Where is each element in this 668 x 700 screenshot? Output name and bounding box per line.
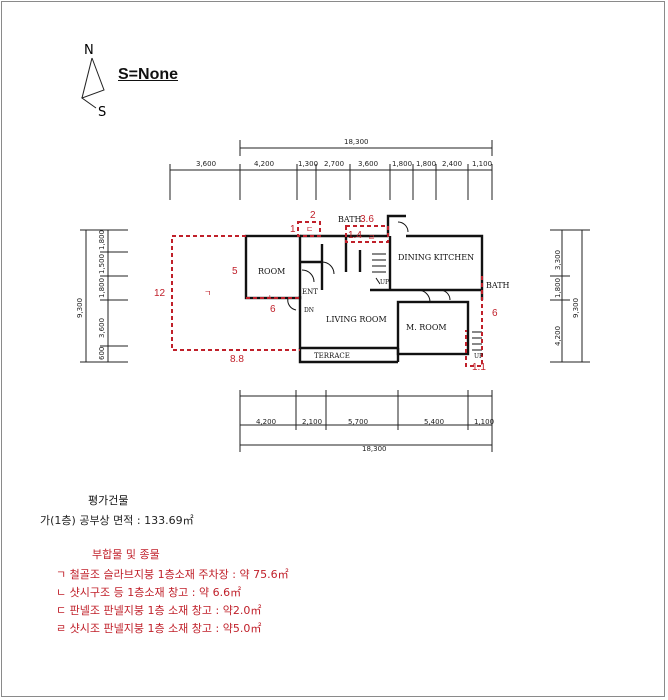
dim-bottom-total: 18,300 (362, 445, 387, 453)
dim-right-3: 4,200 (554, 326, 562, 346)
dim-left-5: 600 (98, 347, 106, 360)
ent-label: ENT (302, 288, 318, 296)
legend-item: ㄹ 샷시조 판넬지붕 1층 소재 창고 : 약5.0㎡ (56, 622, 262, 635)
scale-label: S=None (118, 66, 179, 83)
annotation-1: 1 (290, 224, 296, 235)
dim-top-4: 2,700 (324, 160, 344, 168)
dim-bottom-5: 1,100 (474, 418, 494, 426)
dim-bottom-4: 5,400 (424, 418, 444, 426)
annotation-8-8: 8.8 (230, 354, 244, 365)
dim-left-4: 3,600 (98, 318, 106, 338)
marker-d: ㄷ (306, 225, 313, 234)
legend-main-line: 가(1층) 공부상 면적 : 133.69㎡ (40, 514, 194, 527)
dim-top-5: 3,600 (358, 160, 378, 168)
annotation-5: 5 (232, 266, 238, 277)
living-room-label: LIVING ROOM (326, 315, 387, 324)
dim-top-6: 1,800 (392, 160, 412, 168)
dim-right-total: 9,300 (572, 298, 580, 318)
marker-g: ㄱ (204, 289, 211, 298)
compass-south-label: S (98, 105, 106, 120)
m-room-label: M. ROOM (406, 323, 447, 332)
annotation-12: 12 (154, 288, 166, 299)
dim-bottom-2: 2,100 (302, 418, 322, 426)
room-label: ROOM (258, 267, 285, 276)
annotation-1-1: 1.1 (472, 362, 486, 373)
building-walls (244, 214, 484, 364)
annotation-6-right: 6 (492, 308, 498, 319)
dim-left-1: 1,800 (98, 230, 106, 250)
annotation-1-4: 1.4 (348, 230, 362, 241)
dim-top-total: 18,300 (344, 138, 369, 146)
dimension-lines (80, 140, 590, 452)
dim-right-2: 1,800 (554, 278, 562, 298)
annotation-6-left: 6 (270, 304, 276, 315)
terrace-label: TERRACE (314, 352, 350, 360)
marker-n: ㄴ (268, 293, 275, 302)
annotation-2: 2 (310, 210, 316, 221)
legend-annex-title: 부합물 및 종물 (92, 548, 160, 561)
dim-left-total: 9,300 (76, 298, 84, 318)
dim-bottom-3: 5,700 (348, 418, 368, 426)
compass-north-label: N (84, 43, 94, 58)
bath-top-label: BATH (338, 215, 362, 224)
north-arrow-icon: N S (80, 43, 106, 120)
dim-top-8: 2,400 (442, 160, 462, 168)
dim-right-1: 3,300 (554, 250, 562, 270)
up-label-1: UP (380, 279, 389, 286)
legend-item: ㄴ 샷시구조 등 1층소재 창고 : 약 6.6㎡ (56, 586, 242, 599)
legend-item: ㄱ 철골조 슬라브지붕 1층소재 주차장 : 약 75.6㎡ (56, 568, 289, 581)
dn-label: DN (304, 307, 314, 314)
floor-plan: 18,300 3,600 4,200 1,300 2,700 3,600 1,8… (76, 138, 590, 453)
marker-r: ㄹ (368, 233, 375, 242)
dim-top-7: 1,800 (416, 160, 436, 168)
dim-top-3: 1,300 (298, 160, 318, 168)
up-label-2: UP (474, 353, 483, 360)
annex-outlines (171, 221, 483, 367)
dining-kitchen-label: DINING KITCHEN (398, 253, 474, 262)
dim-left-2: 1,500 (98, 254, 106, 274)
door-swings (287, 221, 482, 351)
dim-top-9: 1,100 (472, 160, 492, 168)
dim-bottom-1: 4,200 (256, 418, 276, 426)
legend-title: 평가건물 (88, 494, 129, 507)
dim-top-1: 3,600 (196, 160, 216, 168)
annotation-3-6: 3.6 (360, 214, 374, 225)
legend-item: ㄷ 판넬조 판넬지붕 1층 소재 창고 : 약2.0㎡ (56, 604, 262, 617)
dim-top-2: 4,200 (254, 160, 274, 168)
dim-left-3: 1,800 (98, 278, 106, 298)
bath-right-label: BATH (486, 281, 510, 290)
